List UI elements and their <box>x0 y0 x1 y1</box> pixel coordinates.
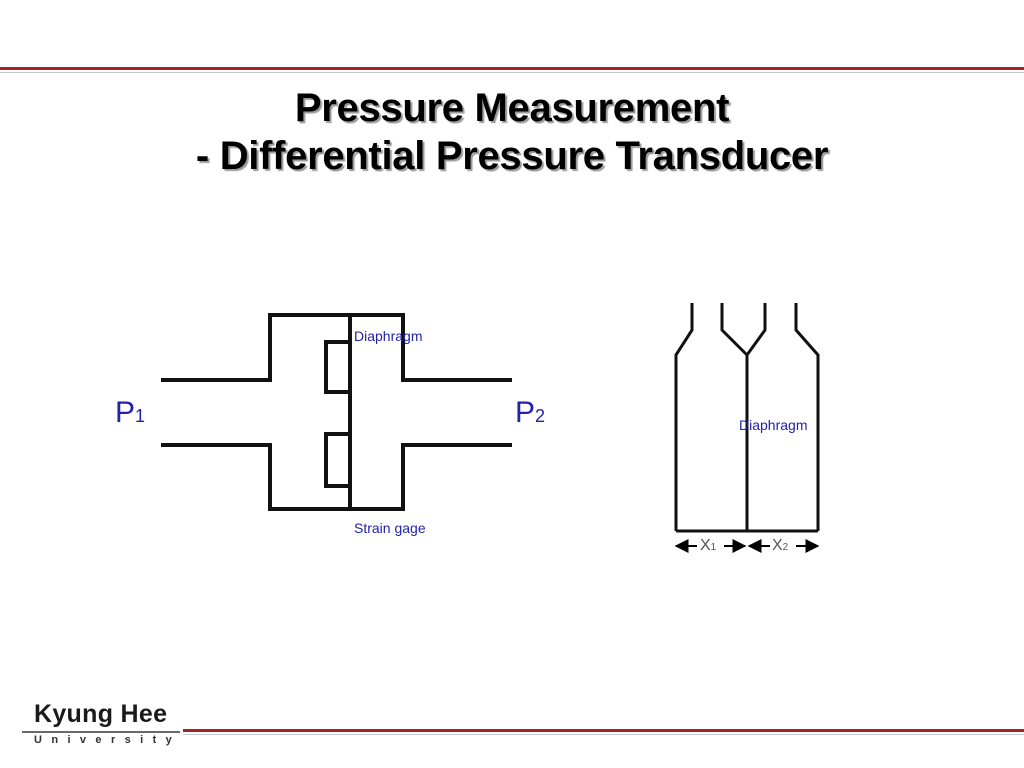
slide-title: Pressure Measurement - Differential Pres… <box>0 84 1024 180</box>
x2-label: X2 <box>772 538 788 556</box>
logo-main-text: Kyung Hee <box>34 700 168 728</box>
university-logo: Kyung Hee University <box>22 700 182 752</box>
strain-gage-label: Strain gage <box>354 520 426 536</box>
upper-right-wall <box>348 313 512 382</box>
p2-label: P2 <box>515 398 545 431</box>
logo-divider <box>22 731 180 733</box>
left-inner-inlet <box>720 303 749 357</box>
left-transducer <box>161 313 512 511</box>
top-rule-gray <box>0 72 1024 73</box>
strain-gage-upper <box>324 340 352 394</box>
p1-sub: 1 <box>135 406 146 426</box>
right-outer-wall <box>794 303 820 531</box>
top-rule-red <box>0 67 1024 70</box>
p2-sub: 2 <box>535 406 546 426</box>
p1-label: P1 <box>115 398 145 431</box>
title-line-1: Pressure Measurement <box>294 86 730 130</box>
bottom-rule-gray <box>183 734 1024 735</box>
logo-sub-text: University <box>34 734 182 746</box>
diaphragm-label-left: Diaphragm <box>354 328 423 344</box>
p2-main: P <box>515 396 536 429</box>
x2-main: X <box>772 537 783 554</box>
right-transducer <box>674 303 820 533</box>
x1-main: X <box>700 537 711 554</box>
x1-label: X1 <box>700 538 716 556</box>
title-line-2: - Differential Pressure Transducer <box>195 134 829 178</box>
diaphragm-label-right: Diaphragm <box>739 417 808 433</box>
strain-gage-lower <box>324 432 352 488</box>
lower-left-wall <box>161 443 352 511</box>
left-outer-wall <box>674 303 694 531</box>
bottom-rule-red <box>183 729 1024 732</box>
right-inner-inlet <box>745 303 767 356</box>
x2-sub: 2 <box>782 542 789 553</box>
x1-sub: 1 <box>710 542 717 553</box>
p1-main: P <box>115 396 136 429</box>
upper-left-wall <box>161 313 352 382</box>
lower-right-wall <box>348 443 512 511</box>
